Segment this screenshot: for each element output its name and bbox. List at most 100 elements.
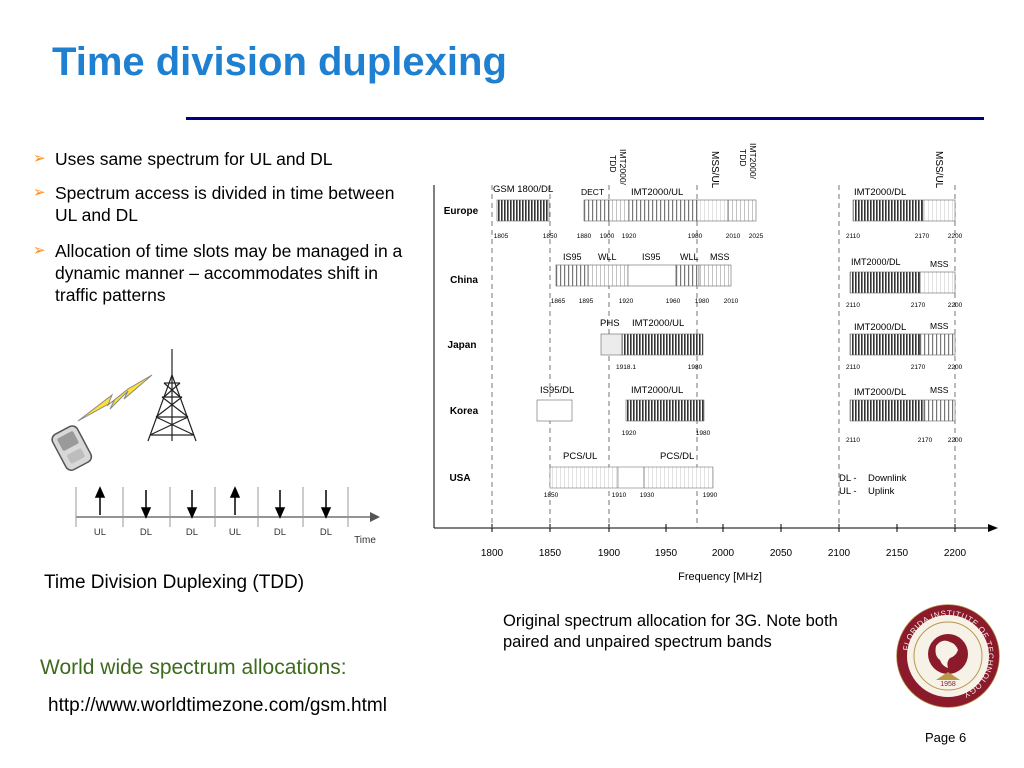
freq-tick: 1920 (619, 298, 634, 305)
freq-tick: 2200 (948, 437, 963, 444)
band-label: IMT2000/UL (632, 318, 684, 329)
svg-text:1958: 1958 (940, 681, 956, 688)
band-label: IMT2000/UL (631, 385, 683, 396)
freq-tick: 1980 (696, 430, 711, 437)
region-label-china: China (450, 275, 478, 286)
time-axis-label: Time (354, 535, 376, 546)
x-tick-label: 1900 (598, 548, 621, 559)
freq-tick: 1865 (551, 298, 566, 305)
x-tick-label: 1950 (655, 548, 678, 559)
freq-tick: 1900 (600, 233, 615, 240)
reference-lines (491, 185, 956, 528)
x-tick-label: 2050 (770, 548, 793, 559)
band-label: PCS/DL (660, 451, 694, 462)
freq-tick: 1980 (688, 364, 703, 371)
x-tick-label: 1800 (481, 548, 504, 559)
freq-tick: 1920 (622, 233, 637, 240)
imt-tdd-label: IMT2000/ (618, 149, 628, 186)
freq-tick: 1980 (688, 233, 703, 240)
time-axis-arrowhead (370, 512, 380, 522)
arrow-bullet-icon: ➢ (33, 242, 46, 259)
slot-label: UL (94, 527, 106, 538)
legend-meaning: Uplink (868, 486, 895, 497)
europe-bands (496, 199, 956, 222)
spectrum-allocation-chart: 1800 1850 1900 1950 2000 2050 2100 2150 … (433, 143, 998, 583)
freq-tick: 1918.1 (616, 364, 636, 371)
bullet-item: ➢ Uses same spectrum for UL and DL (33, 148, 403, 170)
x-tick-label: 2150 (886, 548, 909, 559)
band-label: IS95/DL (540, 385, 574, 396)
freq-tick: 2110 (846, 302, 860, 309)
band-label: WLL (680, 252, 699, 262)
tdd-caption: Time Division Duplexing (TDD) (44, 572, 305, 593)
mobile-phone-icon (51, 425, 93, 471)
band-label: WLL (598, 252, 617, 262)
florida-tech-seal-logo: FLORIDA INSTITUTE OF TECHNOLOGY 1958 (896, 604, 1000, 708)
legend-meaning: Downlink (868, 473, 907, 484)
japan-bands (600, 333, 956, 356)
band-label: IMT2000/DL (854, 387, 906, 398)
slot-label: DL (186, 527, 198, 538)
band-label: MSS (930, 321, 949, 331)
freq-tick: 2170 (911, 364, 926, 371)
freq-tick: 1895 (579, 298, 594, 305)
freq-tick: 1910 (612, 492, 627, 499)
worldwide-label: World wide spectrum allocations: (40, 656, 347, 679)
freq-tick: 1960 (666, 298, 681, 305)
bullet-text: Spectrum access is divided in time betwe… (55, 183, 395, 225)
freq-tick: 2170 (918, 437, 933, 444)
slot-label: UL (229, 527, 241, 538)
region-label-usa: USA (449, 473, 470, 484)
mss-ul-label: MSS/UL (709, 151, 720, 189)
band-label: MSS (930, 259, 949, 269)
band-label: IMT2000/DL (854, 187, 906, 198)
freq-tick: 2200 (948, 233, 963, 240)
band-label: IS95 (563, 252, 582, 262)
region-label-japan: Japan (448, 340, 477, 351)
band-label: MSS (930, 385, 949, 395)
slot-dividers (75, 487, 349, 527)
band-label: GSM 1800/DL (493, 184, 553, 195)
slot-arrows (94, 486, 332, 519)
legend-abbr: DL - (839, 473, 857, 484)
freq-tick: 2170 (911, 302, 926, 309)
spectrum-note: Original spectrum allocation for 3G. Not… (503, 612, 838, 651)
band-label: IMT2000/DL (854, 322, 906, 333)
x-tick-label: 1850 (539, 548, 562, 559)
bullet-text: Allocation of time slots may be managed … (55, 241, 403, 305)
legend-abbr: UL - (839, 486, 857, 497)
imt-tdd-label: IMT2000/ (748, 143, 758, 180)
band-label: PCS/UL (563, 451, 597, 462)
cell-tower-icon (147, 349, 197, 442)
x-tick-label: 2000 (712, 548, 735, 559)
freq-tick: 2110 (846, 364, 860, 371)
freq-tick: 2010 (726, 233, 741, 240)
freq-tick: 1880 (577, 233, 592, 240)
worldwide-url-link[interactable]: http://www.worldtimezone.com/gsm.html (48, 695, 387, 716)
usa-bands (549, 466, 714, 489)
freq-tick: 2110 (846, 437, 860, 444)
slot-label: DL (274, 527, 286, 538)
china-bands (555, 264, 956, 294)
x-tick-label: 2200 (944, 548, 967, 559)
arrow-bullet-icon: ➢ (33, 150, 46, 167)
page-number: Page 6 (925, 730, 967, 745)
freq-tick: 2010 (724, 298, 739, 305)
region-label-europe: Europe (444, 206, 479, 217)
arrow-bullet-icon: ➢ (33, 184, 46, 201)
band-label: DECT (581, 187, 604, 197)
lightning-bolt-icon (77, 374, 153, 422)
freq-tick: 2110 (846, 233, 860, 240)
band-label: IMT2000/UL (631, 187, 683, 198)
band-label: PHS (600, 318, 620, 329)
mss-ul-label: MSS/UL (933, 151, 944, 189)
bullet-item: ➢ Spectrum access is divided in time bet… (33, 182, 403, 226)
freq-tick: 1990 (703, 492, 718, 499)
band-label: IMT2000/DL (851, 257, 901, 267)
freq-tick: 1920 (622, 430, 637, 437)
bullet-item: ➢ Allocation of time slots may be manage… (33, 240, 403, 306)
band-label: IS95 (642, 252, 661, 262)
tdd-diagram: UL DL DL UL DL DL Time (51, 349, 380, 546)
freq-tick: 2025 (749, 233, 764, 240)
bullet-text: Uses same spectrum for UL and DL (55, 149, 333, 169)
